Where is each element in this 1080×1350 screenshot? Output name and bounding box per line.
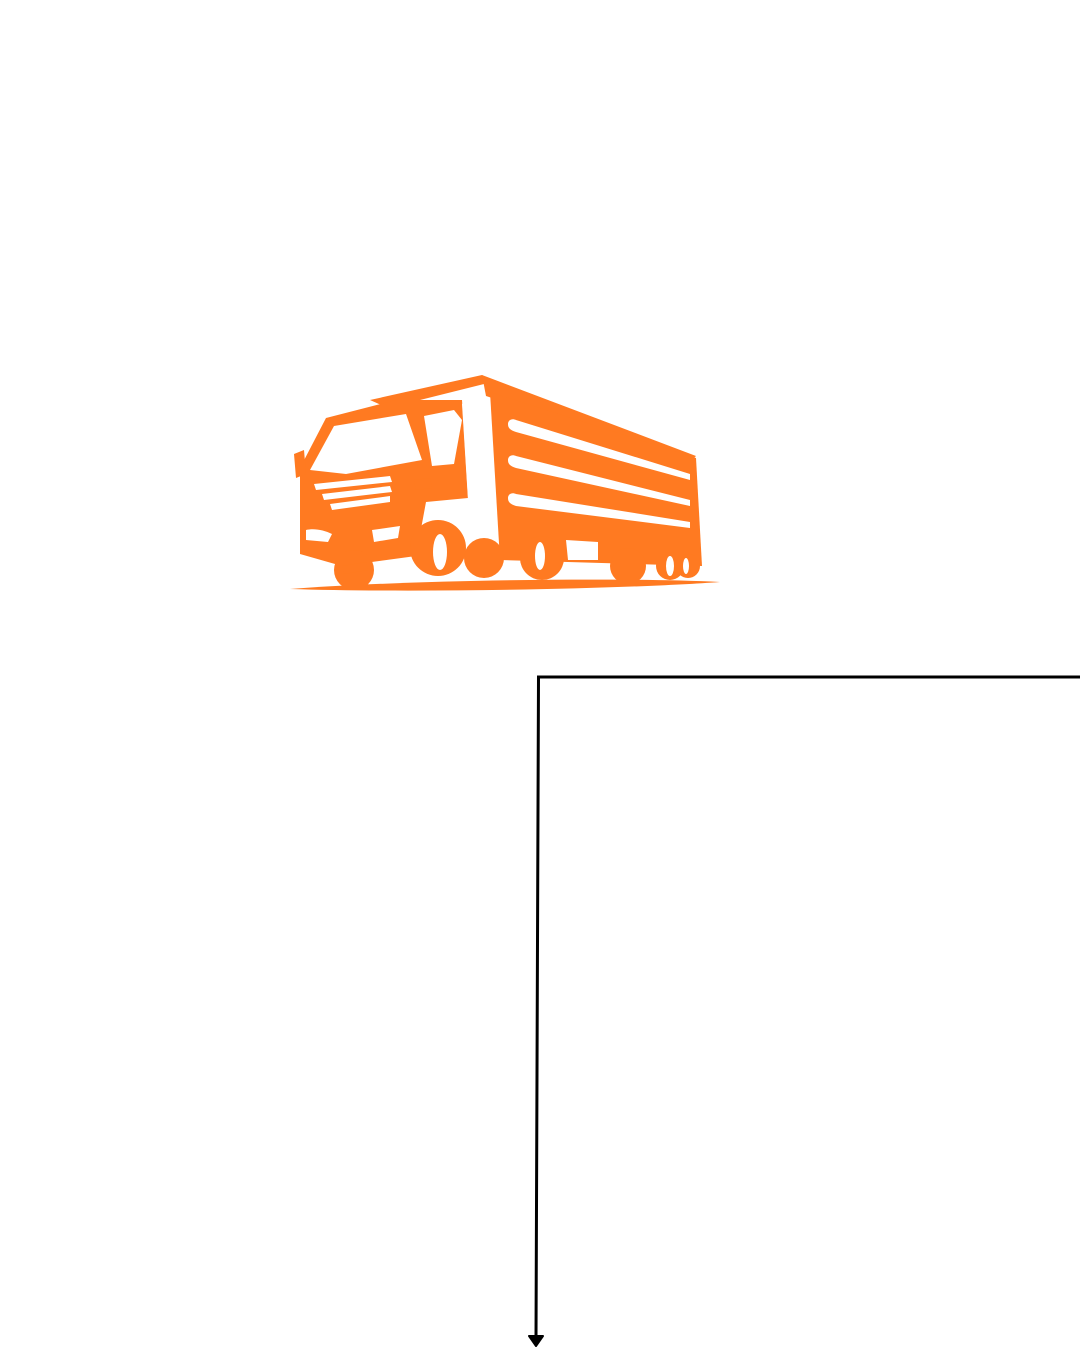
arrow-down-icon — [528, 1335, 544, 1347]
truck-icon — [290, 375, 720, 591]
connector-line — [534, 675, 1080, 1339]
